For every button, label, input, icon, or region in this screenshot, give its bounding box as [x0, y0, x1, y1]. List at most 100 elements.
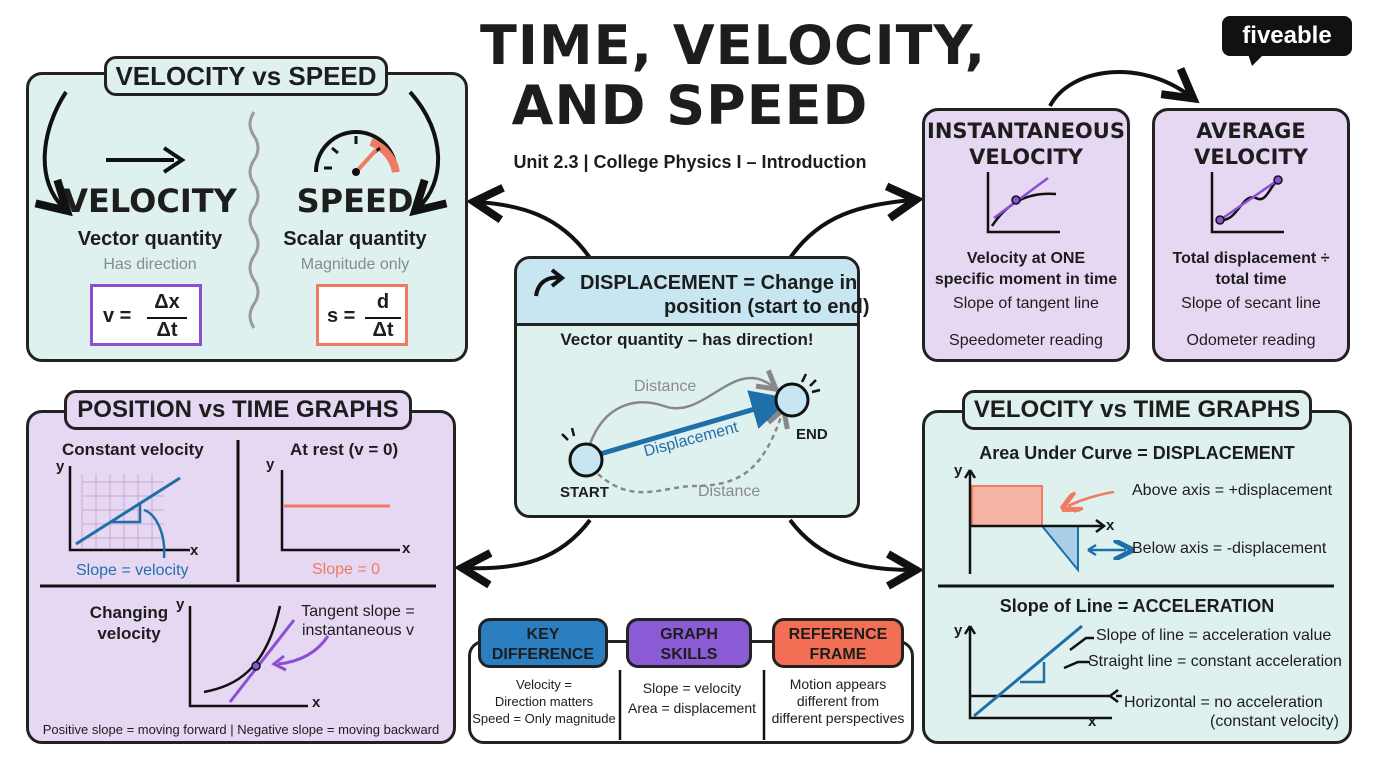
instantaneous-title-1: INSTANTANEOUS: [927, 119, 1125, 143]
distance-path-top: [588, 378, 772, 445]
key-difference-pill: KEY DIFFERENCE: [478, 618, 608, 668]
reference-frame-title-1: REFERENCE: [788, 626, 888, 643]
g2-x-label: x: [402, 540, 411, 557]
changing-velocity-title-1: Changing: [89, 603, 169, 622]
g3-y-label: y: [176, 596, 185, 613]
key-difference-line-3: Speed = Only magnitude: [472, 711, 616, 726]
average-title: AVERAGE VELOCITY: [1152, 118, 1350, 170]
changing-velocity-title: Changing velocity: [74, 602, 184, 644]
distance-bottom-label: Distance: [698, 483, 761, 500]
g1-x-label: x: [190, 542, 199, 559]
arrow-to-velocity-speed: [478, 202, 592, 260]
end-point: [774, 382, 810, 418]
end-label: END: [796, 426, 828, 443]
average-slope: Slope of secant line: [1181, 295, 1321, 312]
reference-frame-line-3: different perspectives: [771, 710, 905, 726]
velocity-vs-speed-heading: VELOCITY vs SPEED: [104, 56, 388, 96]
velocity-formula-box: v = Δx Δt: [90, 284, 202, 346]
average-def-2: total time: [1215, 271, 1287, 288]
velocity-label: VELOCITY: [63, 182, 237, 220]
instantaneous-title: INSTANTANEOUS VELOCITY: [922, 118, 1130, 170]
average-title-1: AVERAGE: [1196, 119, 1306, 143]
reference-frame-line-1: Motion appears: [789, 676, 887, 692]
secant-graph: [1210, 172, 1284, 234]
instantaneous-reading: Speedometer reading: [949, 332, 1103, 349]
velocity-formula-num: Δx: [154, 291, 180, 313]
start-point: [568, 442, 604, 478]
below-axis-note: Below axis = -displacement: [1132, 540, 1327, 557]
g3-x-label: x: [312, 694, 321, 711]
area-title: Area Under Curve = DISPLACEMENT: [979, 443, 1295, 463]
constant-velocity-caption: Slope = velocity: [76, 562, 189, 579]
slope-title: Slope of Line = ACCELERATION: [999, 596, 1275, 616]
key-difference-title-2: DIFFERENCE: [491, 646, 595, 663]
page-subtitle: Unit 2.3 | College Physics I – Introduct…: [513, 152, 867, 172]
tangent-note-2: instantaneous v: [301, 622, 415, 639]
slope-note-2: Straight line = constant acceleration: [1088, 653, 1342, 670]
tangent-note: Tangent slope = instantaneous v: [292, 602, 424, 640]
area-y-label: y: [954, 462, 963, 479]
speed-formula-den: Δt: [372, 319, 394, 341]
reference-frame-line-2: different from: [796, 693, 880, 709]
instantaneous-def-1: Velocity at ONE: [966, 250, 1086, 267]
graph-skills-line-1: Slope = velocity: [642, 680, 742, 696]
tangent-note-1: Tangent slope =: [301, 603, 415, 620]
position-time-heading: POSITION vs TIME GRAPHS: [64, 390, 412, 430]
area-x-label: x: [1106, 517, 1115, 534]
average-reading: Odometer reading: [1186, 332, 1316, 349]
graph-skills-title-1: GRAPH: [660, 626, 718, 643]
graph-skills-pill: GRAPH SKILLS: [626, 618, 752, 668]
speed-fraction-bar: [365, 317, 401, 319]
above-axis-note: Above axis = +displacement: [1132, 482, 1333, 499]
slope-note-1: Slope of line = acceleration value: [1096, 627, 1332, 644]
velocity-speed-decor: [26, 90, 468, 329]
average-def-1: Total displacement ÷: [1172, 250, 1330, 267]
speed-formula-num: d: [376, 291, 390, 313]
page-title: TIME, VELOCITY, AND SPEED: [480, 16, 985, 136]
distance-top-label: Distance: [634, 378, 697, 395]
position-footer: Positive slope = moving forward | Negati…: [42, 722, 440, 737]
displacement-header-icon: [534, 268, 566, 297]
velocity-time-heading: VELOCITY vs TIME GRAPHS: [962, 390, 1312, 430]
slope-note-4: (constant velocity): [1210, 713, 1339, 730]
instantaneous-velocity-card: [922, 108, 1130, 362]
g2-y-label: y: [266, 456, 275, 473]
graph-skills-text: Slope = velocity Area = displacement: [620, 678, 764, 718]
displacement-diagram: [561, 346, 821, 494]
average-velocity-card: [1152, 108, 1350, 362]
average-title-2: VELOCITY: [1194, 145, 1308, 169]
reference-frame-title-2: FRAME: [809, 646, 867, 663]
graph-skills-line-2: Area = displacement: [627, 700, 757, 716]
speed-note: Magnitude only: [300, 256, 410, 273]
displacement-heading: DISPLACEMENT = Change in: [580, 272, 857, 295]
at-rest-title: At rest (v = 0): [290, 440, 399, 459]
velocity-note: Has direction: [103, 256, 197, 273]
logo-tail: [1248, 54, 1264, 66]
instantaneous-def: Velocity at ONE specific moment in time: [922, 248, 1130, 290]
average-def: Total displacement ÷ total time: [1152, 248, 1350, 290]
key-difference-line-2: Direction matters: [494, 694, 594, 709]
velocity-time-panel: [922, 410, 1352, 744]
velocity-fraction-bar: [147, 317, 187, 319]
summary-dividers: [618, 670, 766, 740]
displacement-header: [517, 259, 857, 326]
speed-type: Scalar quantity: [283, 228, 427, 250]
arrow-to-velocity-graphs: [788, 518, 912, 570]
slope-y-label: y: [954, 622, 963, 639]
displacement-vector: [599, 390, 792, 457]
displacement-subtitle: Vector quantity – has direction!: [560, 330, 814, 349]
changing-velocity-title-2: velocity: [97, 624, 161, 643]
graph-skills-title-2: SKILLS: [660, 646, 718, 663]
slope-x-label: x: [1088, 713, 1097, 730]
key-difference-text: Velocity = Direction matters Speed = Onl…: [470, 676, 618, 727]
velocity-type: Vector quantity: [77, 228, 223, 250]
arrow-to-position-graphs: [466, 518, 592, 568]
instantaneous-title-2: VELOCITY: [969, 145, 1083, 169]
speed-label: SPEED: [296, 182, 414, 220]
reference-frame-text: Motion appears different from different …: [764, 676, 912, 727]
key-difference-line-1: Velocity =: [515, 677, 572, 692]
slope-note-3: Horizontal = no acceleration: [1124, 694, 1323, 711]
at-rest-caption: Slope = 0: [312, 561, 381, 578]
displacement-title: DISPLACEMENT: [580, 272, 738, 294]
arrow-inst-to-avg: [1048, 72, 1190, 107]
